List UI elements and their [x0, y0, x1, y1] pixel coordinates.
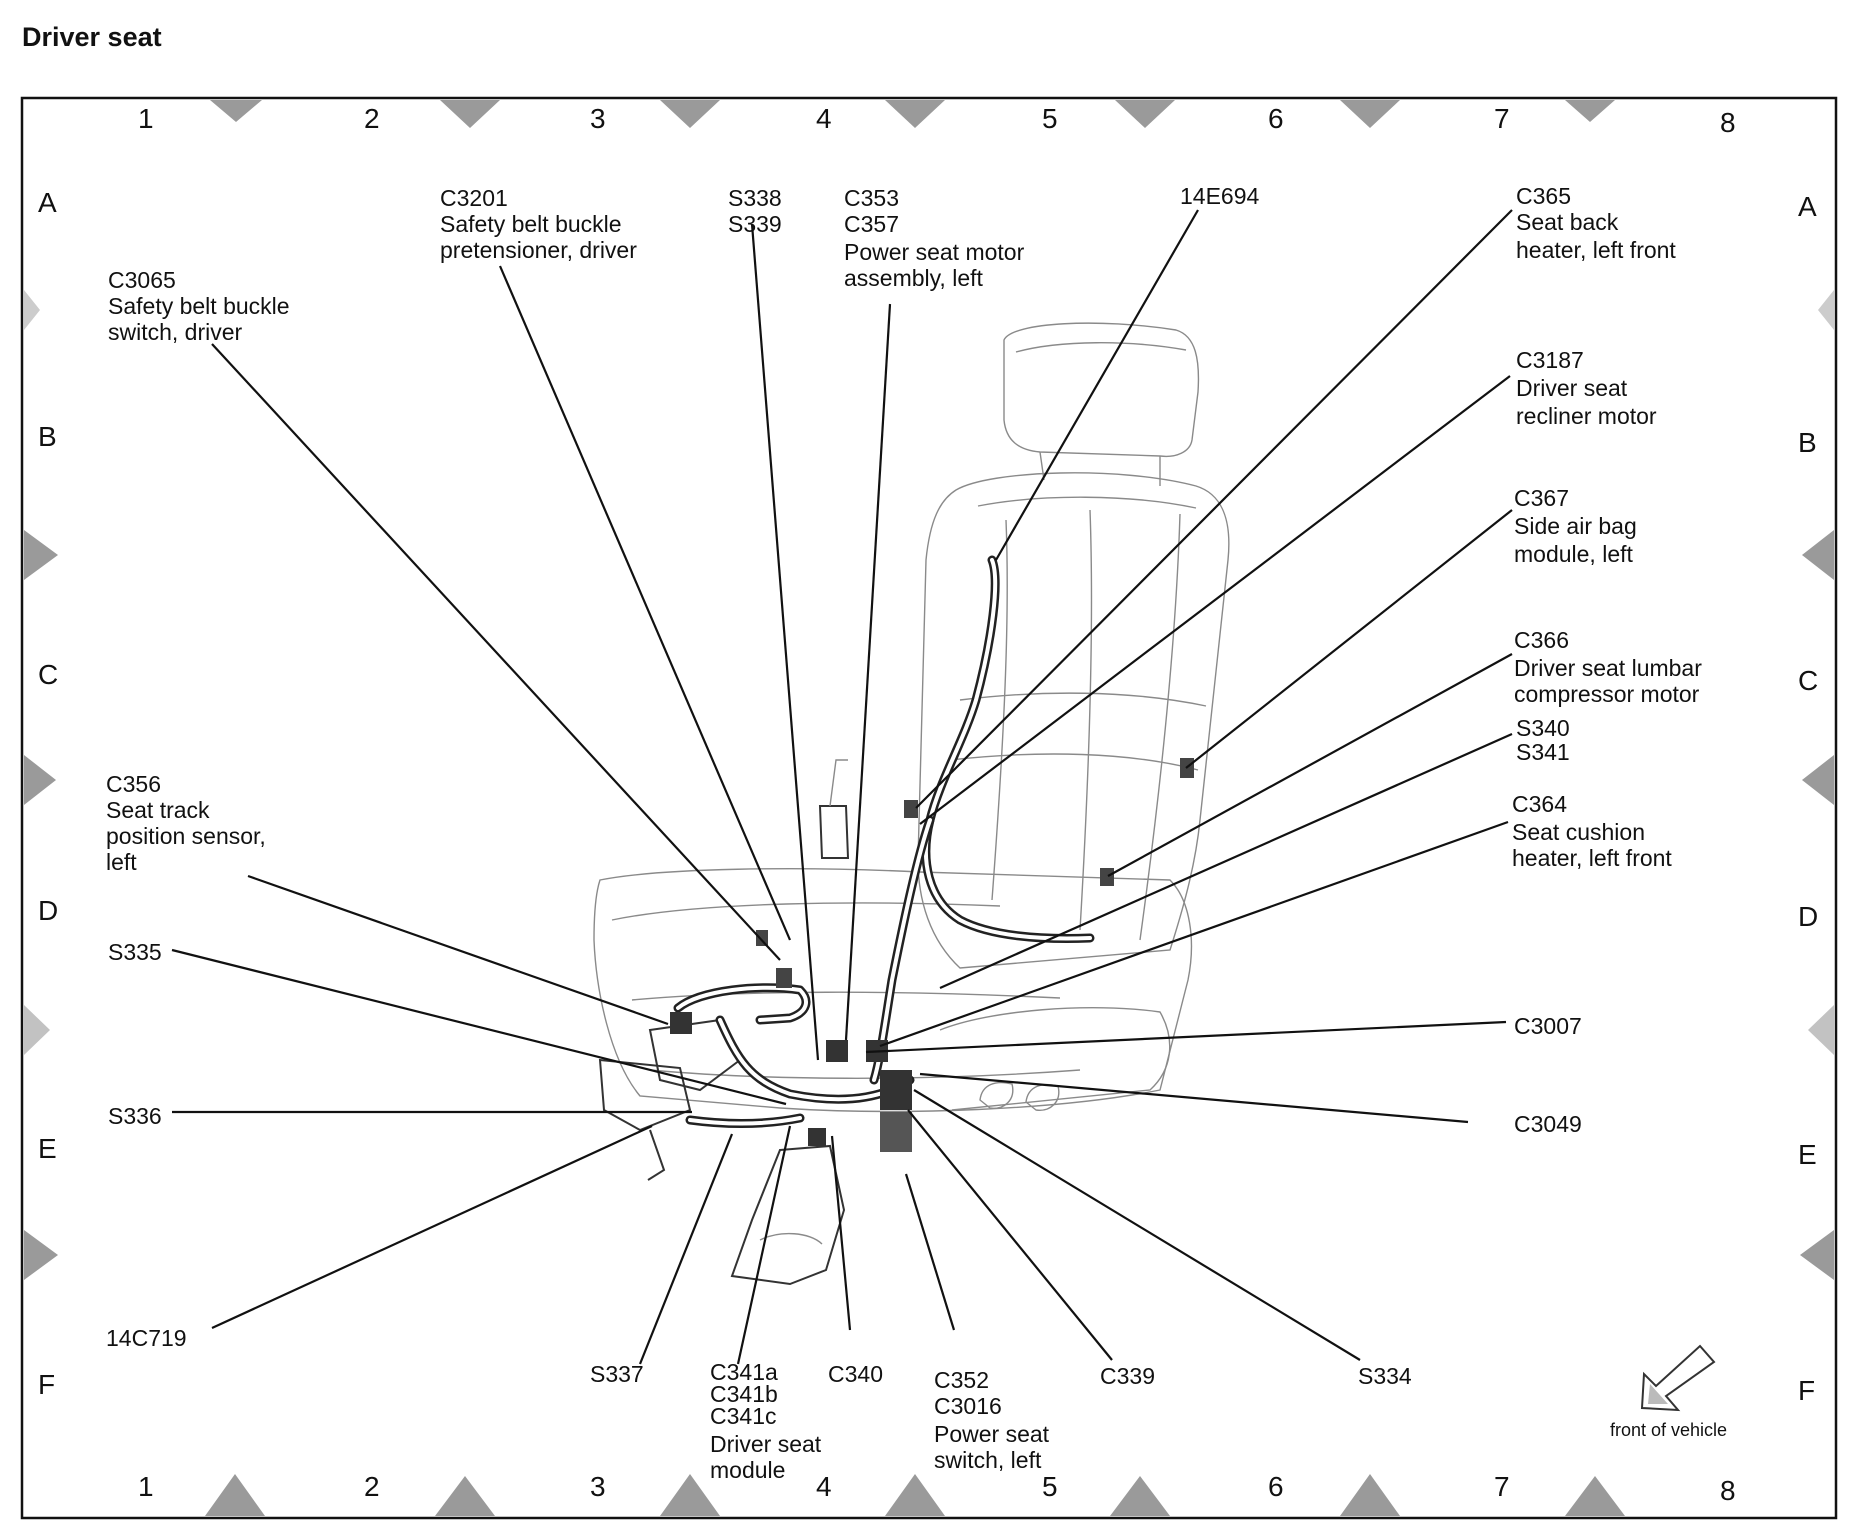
front-of-vehicle-arrow-icon: [1640, 1344, 1716, 1412]
row-labels-right: A B C D E F: [1798, 191, 1818, 1406]
leader-line: [638, 1133, 734, 1365]
callout-c3065: C3065 Safety belt buckle switch, driver: [108, 267, 296, 345]
callout-c356: C356 Seat track position sensor, left: [106, 771, 272, 875]
leader-line: [939, 732, 1513, 990]
leader-line: [913, 1089, 1361, 1361]
callout-s338: S338 S339: [728, 185, 788, 237]
col-label: 2: [364, 103, 380, 134]
callout-c367: C367 Side air bag module, left: [1514, 485, 1643, 567]
row-label: E: [1798, 1139, 1817, 1170]
row-labels-left: A B C D E F: [38, 187, 58, 1400]
row-label: C: [38, 659, 58, 690]
leader-line: [247, 874, 669, 1026]
col-label: 2: [364, 1471, 380, 1502]
leader-lines: [171, 209, 1513, 1365]
row-label: A: [38, 187, 57, 218]
callout-c364: C364 Seat cushion heater, left front: [1512, 791, 1672, 871]
callout-s337: S337: [590, 1361, 644, 1387]
callout-c352: C352 C3016 Power seat switch, left: [934, 1367, 1055, 1473]
callout-c366: C366 Driver seat lumbar compressor motor: [1514, 627, 1708, 707]
callout-c3007: C3007: [1514, 1013, 1582, 1039]
row-label: E: [38, 1133, 57, 1164]
callout-s334: S334: [1358, 1363, 1412, 1389]
callout-c365: C365 Seat back heater, left front: [1516, 183, 1676, 263]
callout-c341: C341a C341b C341c Driver seat module: [710, 1359, 828, 1483]
col-label: 7: [1494, 103, 1510, 134]
connector: [880, 1112, 912, 1152]
leader-line: [1185, 509, 1513, 769]
leader-line: [1107, 653, 1513, 877]
leader-line: [919, 1072, 1469, 1124]
leader-line: [171, 948, 787, 1106]
col-label: 4: [816, 103, 832, 134]
row-label: B: [1798, 427, 1817, 458]
col-label: 5: [1042, 103, 1058, 134]
row-label: D: [38, 895, 58, 926]
callout-c3049: C3049: [1514, 1111, 1582, 1137]
leader-line: [498, 265, 792, 941]
seat-illustration: [593, 322, 1230, 1286]
col-label: 6: [1268, 1471, 1284, 1502]
col-label: 5: [1042, 1471, 1058, 1502]
row-label: F: [38, 1369, 55, 1400]
front-of-vehicle-label: front of vehicle: [1610, 1420, 1727, 1440]
leader-line: [919, 375, 1511, 825]
col-label: 1: [138, 1471, 154, 1502]
connector: [1100, 868, 1114, 886]
leader-line: [211, 343, 781, 961]
leader-line: [750, 223, 820, 1061]
column-labels-bottom: 1 2 3 4 5 6 7 8: [138, 1471, 1736, 1506]
column-labels-top: 1 2 3 4 5 6 7 8: [138, 103, 1736, 138]
callout-c339: C339: [1100, 1363, 1155, 1389]
edge-markers: [24, 100, 1834, 1516]
callout-c340: C340: [828, 1361, 883, 1387]
callout-c3187: C3187 Driver seat recliner motor: [1516, 347, 1657, 429]
callout-14e694: 14E694: [1180, 183, 1260, 209]
leader-line: [915, 209, 1513, 809]
connector: [776, 968, 792, 988]
page-title: Driver seat: [22, 22, 162, 52]
callout-s336: S336: [108, 1103, 162, 1129]
connector: [904, 800, 918, 818]
leader-line: [844, 303, 892, 1041]
row-label: A: [1798, 191, 1817, 222]
col-label: 3: [590, 103, 606, 134]
callout-c3201: C3201 Safety belt buckle pretensioner, d…: [440, 185, 637, 263]
leader-line: [736, 1125, 792, 1365]
row-label: D: [1798, 901, 1818, 932]
col-label: 8: [1720, 107, 1736, 138]
col-label: 4: [816, 1471, 832, 1502]
connector: [756, 930, 768, 946]
col-label: 8: [1720, 1475, 1736, 1506]
connector: [880, 1070, 912, 1110]
leader-line: [879, 820, 1509, 1048]
col-label: 7: [1494, 1471, 1510, 1502]
callout-s335: S335: [108, 939, 162, 965]
col-label: 1: [138, 103, 154, 134]
row-label: B: [38, 421, 57, 452]
leader-line: [904, 1173, 956, 1331]
leader-line: [907, 1109, 1113, 1361]
connector: [826, 1040, 848, 1062]
col-label: 3: [590, 1471, 606, 1502]
callout-labels: C3201 Safety belt buckle pretensioner, d…: [106, 183, 1708, 1483]
connector: [808, 1128, 826, 1146]
row-label: C: [1798, 665, 1818, 696]
row-label: F: [1798, 1375, 1815, 1406]
leader-line: [865, 1020, 1507, 1054]
leader-line: [830, 1135, 852, 1331]
col-label: 6: [1268, 103, 1284, 134]
callout-c353: C353 C357 Power seat motor assembly, lef…: [844, 185, 1031, 291]
leader-line: [211, 1125, 653, 1329]
callout-s340: S340 S341: [1516, 715, 1576, 765]
connector: [670, 1012, 692, 1034]
diagram-frame: [20, 96, 1838, 1520]
callout-14c719: 14C719: [106, 1325, 187, 1351]
leader-line: [995, 209, 1199, 561]
